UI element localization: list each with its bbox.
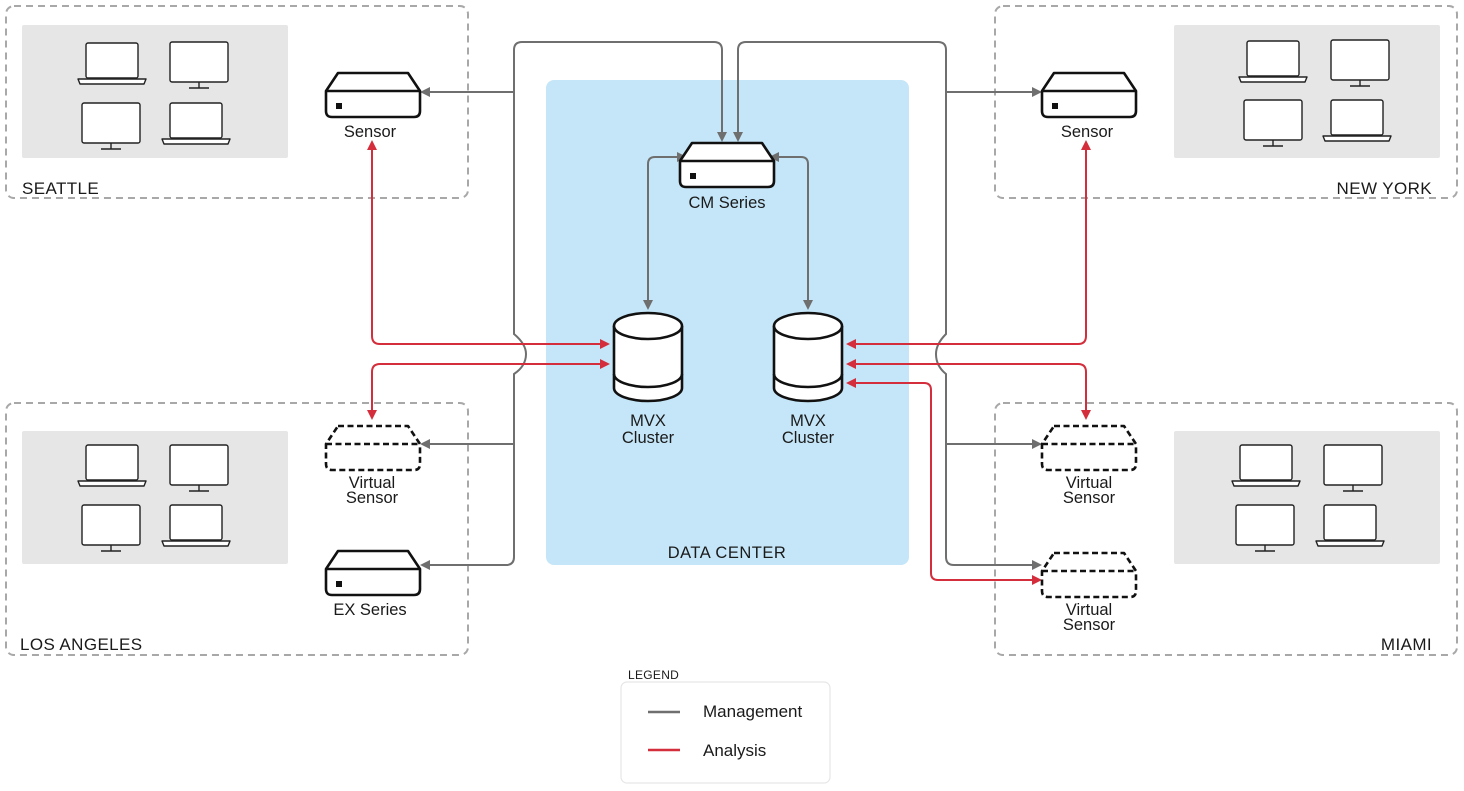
site-label-miami: MIAMI bbox=[1381, 635, 1432, 654]
la-virtual-sensor-label-line2: Sensor bbox=[346, 489, 399, 507]
miami-endpoints-panel bbox=[1174, 431, 1440, 564]
new-york-sensor-icon bbox=[1040, 71, 1138, 119]
new-york-endpoints-panel bbox=[1174, 25, 1440, 158]
monitor-icon bbox=[81, 504, 141, 552]
mvx-cluster-left-icon bbox=[612, 311, 684, 403]
site-label-new-york: NEW YORK bbox=[1337, 179, 1433, 198]
laptop-icon bbox=[1315, 504, 1385, 547]
miami-virtual-sensor-1-label-line2: Sensor bbox=[1063, 489, 1116, 507]
data-center-label: DATA CENTER bbox=[668, 544, 787, 562]
monitor-icon bbox=[1323, 444, 1383, 492]
la-virtual-sensor-icon bbox=[324, 424, 422, 472]
laptop-icon bbox=[161, 102, 231, 145]
monitor-icon bbox=[169, 444, 229, 492]
legend-box bbox=[620, 681, 831, 784]
laptop-icon bbox=[161, 504, 231, 547]
mvx-cluster-right-label-line1: MVX bbox=[790, 412, 826, 430]
mvx-cluster-left-label-line1: MVX bbox=[630, 412, 666, 430]
miami-virtual-sensor-2-label-line1: Virtual bbox=[1066, 601, 1112, 619]
monitor-icon bbox=[1235, 504, 1295, 552]
management-links bbox=[428, 41, 1034, 566]
legend-management-label: Management bbox=[703, 702, 803, 721]
miami-virtual-sensor-2-label-line2: Sensor bbox=[1063, 616, 1116, 634]
mvx-cluster-right-icon bbox=[772, 311, 844, 403]
los-angeles-site-box bbox=[5, 402, 469, 656]
legend-title: LEGEND bbox=[628, 668, 679, 682]
seattle-sensor-label: Sensor bbox=[344, 123, 397, 141]
seattle-site-box bbox=[5, 5, 469, 199]
data-center-area bbox=[546, 80, 909, 565]
miami-virtual-sensor-2-icon bbox=[1040, 551, 1138, 599]
seattle-sensor-icon bbox=[324, 71, 422, 119]
legend: LEGEND Management Analysis bbox=[620, 668, 831, 784]
laptop-icon bbox=[1231, 444, 1301, 487]
site-label-seattle: SEATTLE bbox=[22, 179, 99, 198]
seattle-endpoints-panel bbox=[22, 25, 288, 158]
los-angeles-endpoints-panel bbox=[22, 431, 288, 564]
management-arrowheads bbox=[420, 87, 1042, 570]
laptop-icon bbox=[1322, 99, 1392, 142]
site-label-los-angeles: LOS ANGELES bbox=[20, 635, 143, 654]
ex-series-icon bbox=[324, 549, 422, 597]
legend-analysis-label: Analysis bbox=[703, 741, 766, 760]
laptop-icon bbox=[77, 444, 147, 487]
la-virtual-sensor-label-line1: Virtual bbox=[349, 474, 395, 492]
monitor-icon bbox=[1330, 39, 1390, 87]
mvx-cluster-left-label-line2: Cluster bbox=[622, 429, 675, 447]
miami-virtual-sensor-1-icon bbox=[1040, 424, 1138, 472]
new-york-site-box bbox=[994, 5, 1458, 199]
analysis-arrowheads bbox=[367, 140, 1091, 585]
miami-site-box bbox=[994, 402, 1458, 656]
cm-series-icon bbox=[678, 141, 776, 189]
new-york-sensor-label: Sensor bbox=[1061, 123, 1114, 141]
ex-series-label: EX Series bbox=[333, 601, 406, 619]
miami-virtual-sensor-1-label-line1: Virtual bbox=[1066, 474, 1112, 492]
monitor-icon bbox=[81, 102, 141, 150]
monitor-icon bbox=[1243, 99, 1303, 147]
laptop-icon bbox=[1238, 40, 1308, 83]
laptop-icon bbox=[77, 42, 147, 85]
analysis-links bbox=[371, 147, 1087, 581]
cm-series-label: CM Series bbox=[688, 194, 765, 212]
monitor-icon bbox=[169, 41, 229, 89]
mvx-cluster-right-label-line2: Cluster bbox=[782, 429, 835, 447]
